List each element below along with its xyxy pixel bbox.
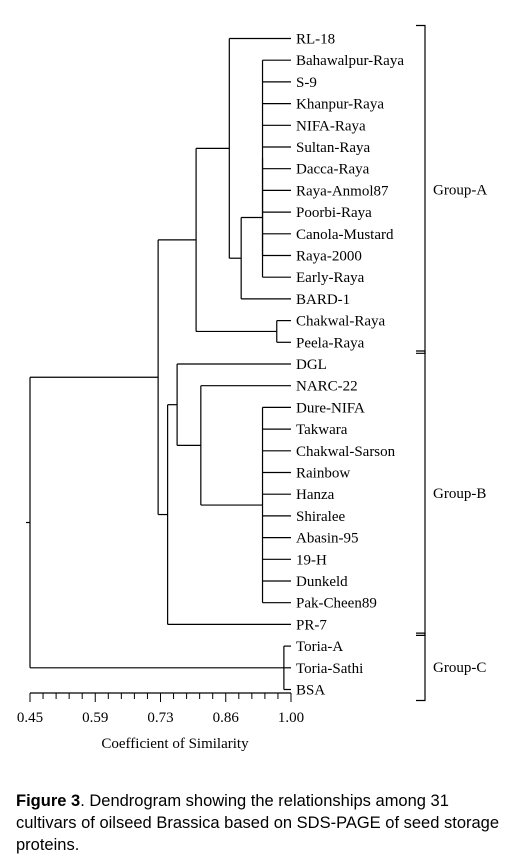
- leaf-label: Early-Raya: [296, 270, 365, 286]
- group-bracket: [416, 632, 426, 702]
- group-bracket: [416, 24, 426, 354]
- group-bracket: [416, 350, 426, 636]
- leaf-label: Chakwal-Sarson: [296, 444, 396, 460]
- similarity-axis: 0.45 0.59 0.73 0.86 1.00 Coefficient of Simi…: [17, 692, 304, 752]
- group-label: Group-A: [433, 182, 487, 198]
- leaf-label: Raya-2000: [296, 249, 362, 265]
- leaf-label: PR-7: [296, 617, 327, 633]
- leaf-label: Dure-NIFA: [296, 400, 365, 416]
- leaf-label: Raya-Anmol87: [296, 183, 389, 199]
- tick-label: 0.86: [213, 710, 240, 726]
- caption-label: Figure 3: [16, 792, 81, 810]
- group-label: Group-B: [433, 486, 486, 502]
- leaf-label: Takwara: [296, 422, 348, 438]
- tick-label: 0.59: [82, 710, 108, 726]
- leaf-label: Hanza: [296, 487, 335, 503]
- axis-ticks: 0.45 0.59 0.73 0.86 1.00: [17, 693, 304, 726]
- dendrogram-figure: RL-18Bahawalpur-RayaS-9Khanpur-RayaNIFA-…: [17, 24, 487, 752]
- leaf-label: Sultan-Raya: [296, 140, 370, 156]
- tick-label: 0.45: [17, 710, 43, 726]
- tick-label: 1.00: [278, 710, 304, 726]
- axis-title: Coefficient of Similarity: [101, 736, 249, 752]
- leaf-label: NARC-22: [296, 379, 358, 395]
- leaf-label: Shiralee: [296, 509, 345, 525]
- leaf-label: Abasin-95: [296, 531, 359, 547]
- group-brackets: Group-A Group-B Group-C: [416, 24, 487, 702]
- leaf-labels: RL-18Bahawalpur-RayaS-9Khanpur-RayaNIFA-…: [296, 32, 404, 699]
- caption-text: . Dendrogram showing the relationships a…: [16, 792, 500, 854]
- leaf-label: Dunkeld: [296, 574, 348, 590]
- leaf-label: RL-18: [296, 32, 335, 48]
- dendrogram-edges: [26, 37, 291, 691]
- leaf-label: BSA: [296, 683, 325, 699]
- figure-caption: Figure 3. Dendrogram showing the relatio…: [16, 790, 511, 856]
- tick-label: 0.73: [147, 710, 173, 726]
- leaf-label: DGL: [296, 357, 327, 373]
- group-label: Group-C: [433, 660, 486, 676]
- leaf-label: Rainbow: [296, 466, 350, 482]
- leaf-label: Bahawalpur-Raya: [296, 53, 404, 69]
- leaf-label: 19-H: [296, 552, 327, 568]
- leaf-label: NIFA-Raya: [296, 118, 366, 134]
- leaf-label: Poorbi-Raya: [296, 205, 372, 221]
- leaf-label: Toria-Sathi: [296, 661, 363, 677]
- leaf-label: Toria-A: [296, 639, 343, 655]
- leaf-label: Peela-Raya: [296, 335, 365, 351]
- leaf-label: Canola-Mustard: [296, 227, 394, 243]
- leaf-label: Pak-Cheen89: [296, 596, 377, 612]
- leaf-label: S-9: [296, 75, 317, 91]
- leaf-label: Chakwal-Raya: [296, 314, 385, 330]
- leaf-label: Khanpur-Raya: [296, 97, 384, 113]
- leaf-label: Dacca-Raya: [296, 162, 370, 178]
- leaf-label: BARD-1: [296, 292, 350, 308]
